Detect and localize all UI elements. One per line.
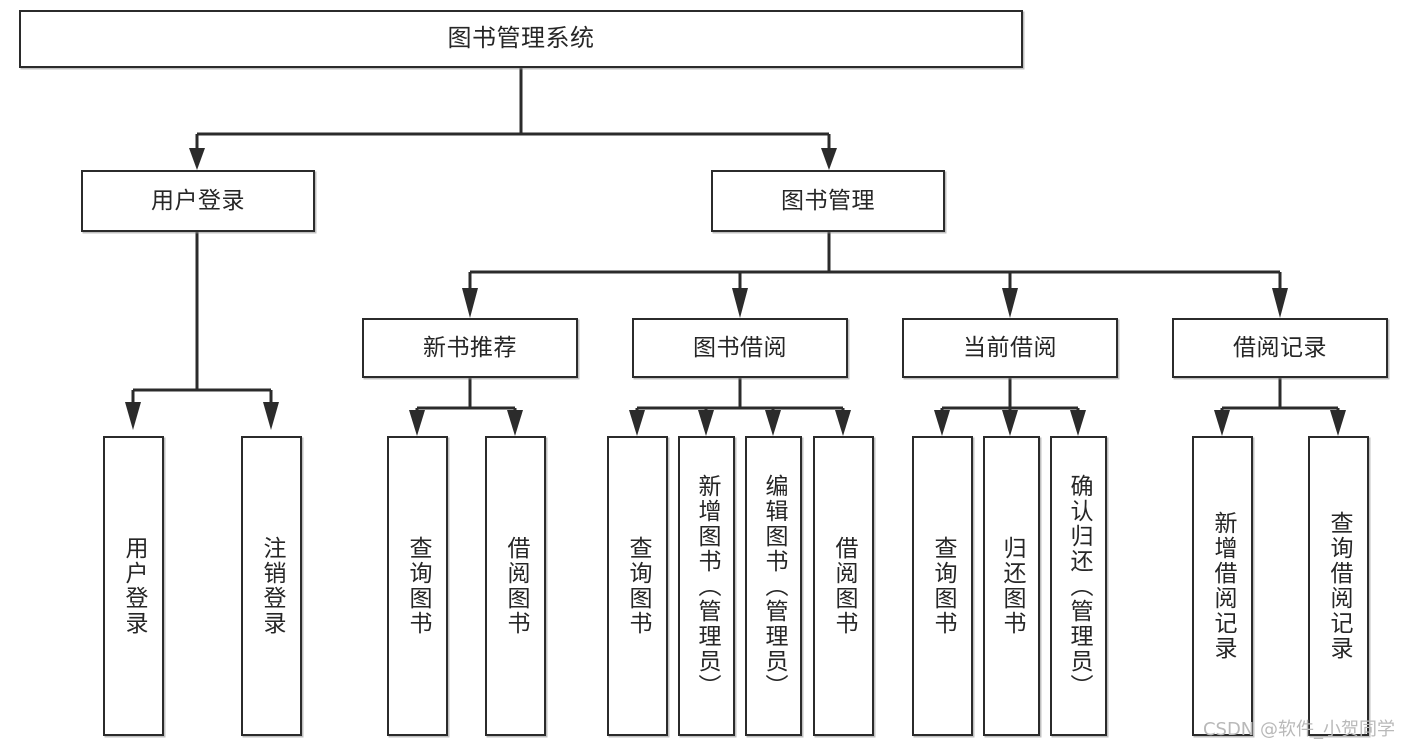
- arrow-currentborrow-c1: [934, 410, 950, 436]
- node-current-borrow-label: 当前借阅: [963, 334, 1057, 361]
- leaf-query-book-1[interactable]: 查询图书: [387, 436, 448, 736]
- arrow-bookborrow-c4: [835, 410, 851, 436]
- arrow-newbook-c2: [507, 410, 523, 436]
- leaf-edit-book-label: 编辑图书（管理员）: [761, 473, 787, 699]
- leaf-return-book-label: 归还图书: [999, 536, 1025, 636]
- arrow-root-to-user-login: [189, 148, 205, 170]
- leaf-query-book-2-label: 查询图书: [625, 536, 651, 636]
- node-book-borrow[interactable]: 图书借阅: [632, 318, 848, 378]
- node-book-borrow-label: 图书借阅: [693, 334, 787, 361]
- leaf-query-book-3-label: 查询图书: [930, 536, 956, 636]
- leaf-borrow-book-2-label: 借阅图书: [831, 536, 857, 636]
- leaf-user-logout-label: 注销登录: [259, 536, 285, 636]
- node-borrow-record[interactable]: 借阅记录: [1172, 318, 1388, 378]
- node-book-manage[interactable]: 图书管理: [711, 170, 945, 232]
- node-root-label: 图书管理系统: [447, 24, 595, 53]
- leaf-query-book-3[interactable]: 查询图书: [912, 436, 973, 736]
- node-user-login-label: 用户登录: [151, 187, 245, 214]
- node-new-book-recommend[interactable]: 新书推荐: [362, 318, 578, 378]
- arrow-borrowrecord-c1: [1214, 410, 1230, 436]
- arrow-bm-to-currentborrow: [1002, 288, 1018, 318]
- arrow-newbook-c1: [409, 410, 425, 436]
- node-root[interactable]: 图书管理系统: [19, 10, 1023, 68]
- arrow-bm-to-bookborrow: [732, 288, 748, 318]
- leaf-confirm-return[interactable]: 确认归还（管理员）: [1050, 436, 1107, 736]
- arrow-userlogin-c2: [263, 402, 279, 430]
- arrow-borrowrecord-c2: [1330, 410, 1346, 436]
- arrow-root-to-book-manage: [821, 148, 837, 170]
- leaf-add-borrow-record-label: 新增借阅记录: [1210, 511, 1236, 661]
- leaf-add-book-label: 新增图书（管理员）: [694, 473, 720, 699]
- leaf-query-borrow-record[interactable]: 查询借阅记录: [1308, 436, 1369, 736]
- leaf-borrow-book-1-label: 借阅图书: [503, 536, 529, 636]
- arrow-bm-to-newbook: [462, 288, 478, 318]
- leaf-add-book[interactable]: 新增图书（管理员）: [678, 436, 735, 736]
- arrow-bookborrow-c3: [765, 410, 781, 436]
- leaf-user-logout[interactable]: 注销登录: [241, 436, 302, 736]
- arrow-bm-to-borrowrecord: [1272, 288, 1288, 318]
- leaf-confirm-return-label: 确认归还（管理员）: [1066, 473, 1092, 699]
- leaf-add-borrow-record[interactable]: 新增借阅记录: [1192, 436, 1253, 736]
- leaf-borrow-book-2[interactable]: 借阅图书: [813, 436, 874, 736]
- arrow-bookborrow-c2: [698, 410, 714, 436]
- leaf-user-login-label: 用户登录: [121, 536, 147, 636]
- node-user-login[interactable]: 用户登录: [81, 170, 315, 232]
- arrow-userlogin-c1: [125, 402, 141, 430]
- arrow-currentborrow-c3: [1070, 410, 1086, 436]
- leaf-query-book-2[interactable]: 查询图书: [607, 436, 668, 736]
- leaf-return-book[interactable]: 归还图书: [983, 436, 1040, 736]
- node-current-borrow[interactable]: 当前借阅: [902, 318, 1118, 378]
- arrow-bookborrow-c1: [629, 410, 645, 436]
- leaf-borrow-book-1[interactable]: 借阅图书: [485, 436, 546, 736]
- leaf-edit-book[interactable]: 编辑图书（管理员）: [745, 436, 802, 736]
- node-borrow-record-label: 借阅记录: [1233, 334, 1327, 361]
- arrow-currentborrow-c2: [1002, 410, 1018, 436]
- node-book-manage-label: 图书管理: [781, 187, 875, 214]
- leaf-query-borrow-record-label: 查询借阅记录: [1326, 511, 1352, 661]
- leaf-user-login[interactable]: 用户登录: [103, 436, 164, 736]
- watermark: CSDN @软件_小贺同学: [1202, 719, 1395, 740]
- leaf-query-book-1-label: 查询图书: [405, 536, 431, 636]
- node-new-book-recommend-label: 新书推荐: [423, 334, 517, 361]
